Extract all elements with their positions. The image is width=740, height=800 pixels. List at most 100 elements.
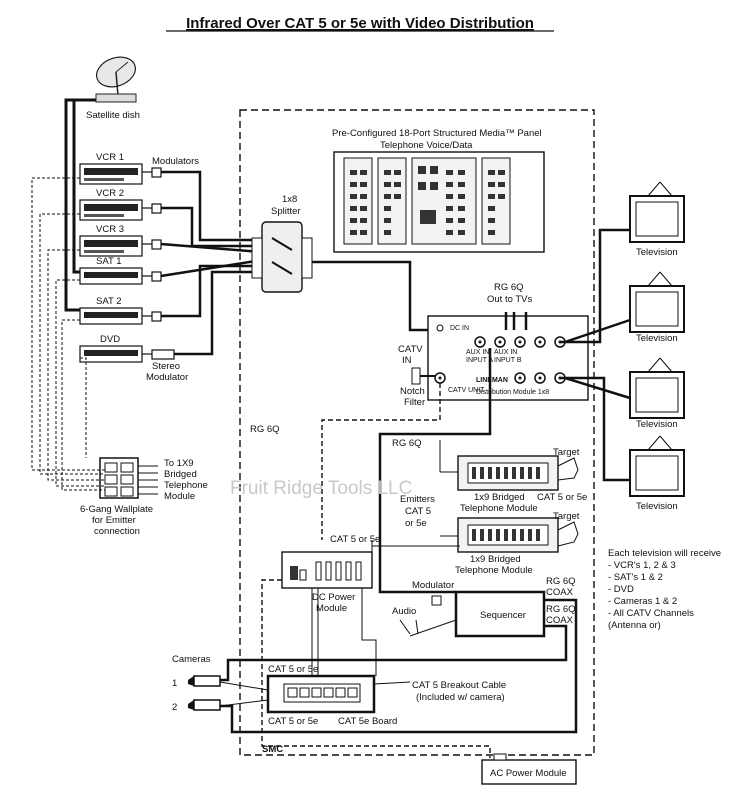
cat5-label-2: CAT 5 or 5e bbox=[330, 534, 380, 545]
bridged-module-2-label-2: Telephone Module bbox=[455, 565, 533, 576]
cat5-label-3: CAT 5 or 5e bbox=[268, 664, 318, 675]
catv-in-label-1: CATV bbox=[398, 344, 423, 355]
each-tv-line-6: (Antenna or) bbox=[608, 620, 661, 631]
distribution-unit-label: Distribution Module 1x8 bbox=[476, 389, 549, 396]
vcr-3-label: VCR 3 bbox=[96, 224, 124, 235]
rg6q-coax-2a: RG 6Q bbox=[546, 604, 576, 615]
wallplate-label-2: for Emitter bbox=[92, 515, 136, 526]
target-label-2: Target bbox=[553, 511, 580, 522]
wallplate-6-gang bbox=[99, 457, 139, 499]
each-tv-line-3: - DVD bbox=[608, 584, 634, 595]
aux-in-a2-label: INPUT A bbox=[466, 357, 493, 364]
cameras-label: Cameras bbox=[172, 654, 211, 665]
each-tv-line-5: - All CATV Channels bbox=[608, 608, 694, 619]
smc-label: SMC bbox=[262, 744, 283, 755]
ac-power-module bbox=[481, 753, 577, 785]
vcr-1 bbox=[79, 163, 143, 185]
television-2 bbox=[629, 271, 685, 333]
dc-power-module bbox=[281, 551, 373, 589]
stereo-modulator-label-1: Stereo bbox=[152, 361, 180, 372]
cat5-label-4: CAT 5 or 5e bbox=[268, 716, 318, 727]
notch-filter-label-1: Notch bbox=[400, 386, 425, 397]
emitters-label-3: or 5e bbox=[405, 518, 427, 529]
television-1-label: Television bbox=[636, 247, 678, 258]
catv-in-label-2: IN bbox=[402, 355, 412, 366]
aux-in-a-label: AUX IN bbox=[466, 349, 489, 356]
diagram-title: Infrared Over CAT 5 or 5e with Video Dis… bbox=[186, 15, 534, 32]
each-tv-line-1: - VCR's 1, 2 & 3 bbox=[608, 560, 676, 571]
vcr-2-label: VCR 2 bbox=[96, 188, 124, 199]
dc-in-label: DC IN bbox=[450, 325, 469, 332]
to-1x9-label-3: Telephone bbox=[164, 480, 208, 491]
bridged-module-2-label-1: 1x9 Bridged bbox=[470, 554, 521, 565]
catv-unit-label: CATV UNIT bbox=[448, 387, 485, 394]
dc-power-label-2: Module bbox=[316, 603, 347, 614]
sequencer-label: Sequencer bbox=[480, 610, 526, 621]
television-3 bbox=[629, 357, 685, 419]
sequencer bbox=[454, 590, 546, 638]
rg6q-mid-label: RG 6Q bbox=[392, 438, 422, 449]
rg6q-coax-2b: COAX bbox=[546, 615, 574, 626]
satellite-dish-icon bbox=[95, 56, 137, 103]
modulator-small bbox=[431, 595, 442, 606]
each-tv-line-4: - Cameras 1 & 2 bbox=[608, 596, 677, 607]
emitters-label-1: Emitters bbox=[400, 494, 435, 505]
splitter-label-2: Splitter bbox=[271, 206, 301, 217]
breakout-label-2: (Included w/ camera) bbox=[416, 692, 505, 703]
cat5-label-1: CAT 5 or 5e bbox=[537, 492, 587, 503]
camera-1-icon bbox=[188, 675, 221, 687]
television-4 bbox=[629, 435, 685, 497]
bridged-module-1-label-2: Telephone Module bbox=[460, 503, 538, 514]
wallplate-label-1: 6-Gang Wallplate bbox=[80, 504, 153, 515]
dvd-player bbox=[79, 345, 143, 363]
television-2-label: Television bbox=[636, 333, 678, 344]
smc-enclosure bbox=[239, 109, 595, 756]
rg6q-coax-1a: RG 6Q bbox=[546, 576, 576, 587]
cat5e-board bbox=[266, 674, 376, 714]
sat-1-label: SAT 1 bbox=[96, 256, 122, 267]
television-4-label: Television bbox=[636, 501, 678, 512]
bridged-module-1 bbox=[457, 455, 559, 491]
aux-in-b-label: AUX IN bbox=[494, 349, 517, 356]
wallplate-label-3: connection bbox=[94, 526, 140, 537]
each-tv-line-0: Each television will receive bbox=[608, 548, 721, 559]
structured-media-panel bbox=[333, 151, 545, 253]
vcr-2 bbox=[79, 199, 143, 221]
camera-1-number: 1 bbox=[172, 678, 177, 689]
camera-2-icon bbox=[188, 699, 221, 711]
cat5e-board-label: CAT 5e Board bbox=[338, 716, 397, 727]
target-label-1: Target bbox=[553, 447, 580, 458]
stereo-modulator-label-2: Modulator bbox=[146, 372, 188, 383]
emitters-label-2: CAT 5 bbox=[405, 506, 431, 517]
sat-2-label: SAT 2 bbox=[96, 296, 122, 307]
bridged-module-2 bbox=[457, 517, 559, 553]
splitter-1x8 bbox=[251, 221, 313, 293]
rg6q-out-label-2: Out to TVs bbox=[487, 294, 532, 305]
rg6q-coax-1b: COAX bbox=[546, 587, 574, 598]
modulator-boxes bbox=[151, 167, 175, 360]
dvd-label: DVD bbox=[100, 334, 120, 345]
to-1x9-label-1: To 1X9 bbox=[164, 458, 194, 469]
satellite-dish-label: Satellite dish bbox=[86, 110, 140, 121]
panel-label-1: Pre-Configured 18-Port Structured Media™… bbox=[332, 128, 542, 139]
to-1x9-label-4: Module bbox=[164, 491, 195, 502]
vcr-1-label: VCR 1 bbox=[96, 152, 124, 163]
camera-2-number: 2 bbox=[172, 702, 177, 713]
breakout-label-1: CAT 5 Breakout Cable bbox=[412, 680, 506, 691]
aux-in-b2-label: INPUT B bbox=[494, 357, 522, 364]
television-1 bbox=[629, 181, 685, 243]
audio-label: Audio bbox=[392, 606, 416, 617]
modulators-label: Modulators bbox=[152, 156, 199, 167]
bridged-module-1-label-1: 1x9 Bridged bbox=[474, 492, 525, 503]
television-3-label: Television bbox=[636, 419, 678, 430]
modulator-label: Modulator bbox=[412, 580, 454, 591]
video-distribution-module: DC IN AUX IN INPUT A AUX IN INPUT B CATV… bbox=[427, 315, 589, 401]
sat-1 bbox=[79, 267, 143, 285]
each-tv-line-2: - SAT's 1 & 2 bbox=[608, 572, 663, 583]
brand-label: LINEMAN bbox=[476, 377, 508, 384]
ac-power-label: AC Power Module bbox=[490, 768, 567, 779]
panel-label-2: Telephone Voice/Data bbox=[380, 140, 473, 151]
splitter-label-1: 1x8 bbox=[282, 194, 297, 205]
notch-filter bbox=[411, 367, 421, 385]
